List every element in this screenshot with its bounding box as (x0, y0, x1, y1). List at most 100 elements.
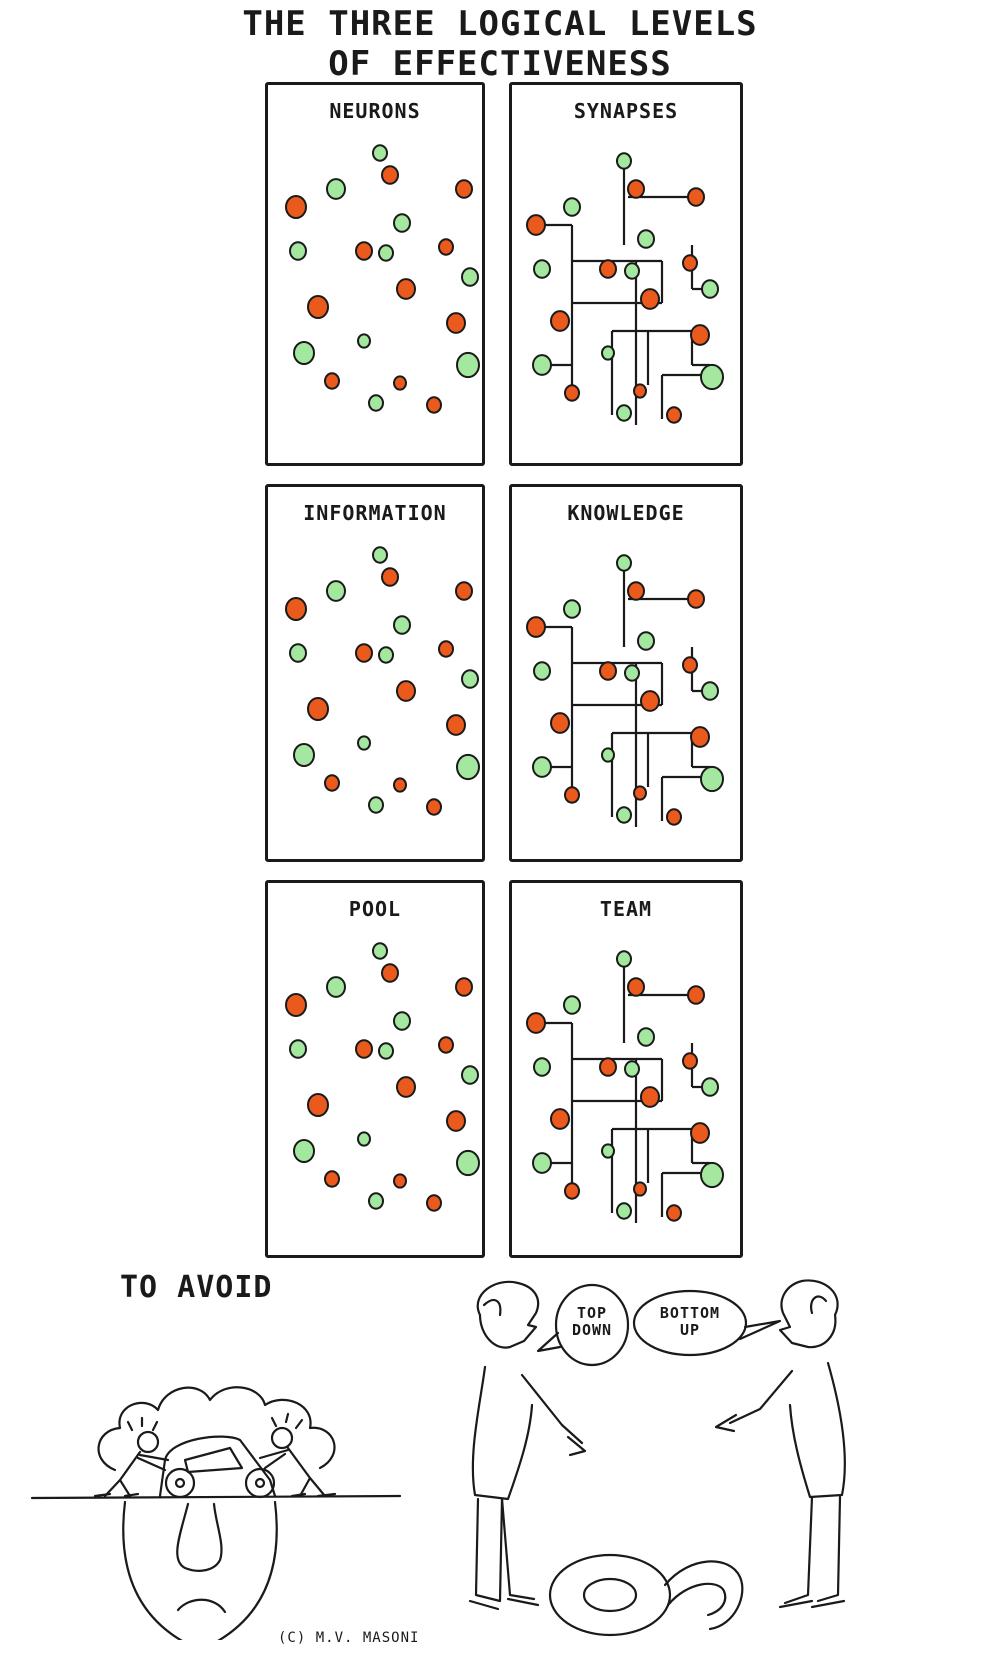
avoid-title: TO AVOID (120, 1270, 273, 1305)
panel-label: INFORMATION (303, 501, 447, 525)
network-node (700, 363, 724, 391)
neuron-dot (355, 1039, 373, 1059)
neuron-dot (378, 244, 394, 262)
network-node (616, 554, 632, 572)
network-node (601, 345, 615, 361)
network-node (533, 259, 551, 279)
neuron-dot (426, 1194, 442, 1212)
neuron-dot (285, 597, 307, 621)
network-node (666, 406, 682, 424)
neuron-dot (456, 753, 480, 781)
network-node (616, 950, 632, 968)
neuron-dot (357, 333, 371, 349)
network-node (532, 756, 552, 778)
network-node (563, 197, 581, 217)
car-body (158, 1435, 277, 1498)
car-wheel-right (244, 1467, 276, 1499)
network-node (599, 259, 617, 279)
panel-team: TEAM (509, 880, 743, 1258)
panel-pool: POOL (265, 880, 485, 1258)
neuron-dot (326, 580, 346, 602)
network-node (700, 765, 724, 793)
neuron-dot (456, 1149, 480, 1177)
network-node (690, 324, 710, 346)
neuron-dot (326, 976, 346, 998)
neuron-dot (289, 643, 307, 663)
neuron-dot (393, 213, 411, 233)
neuron-dot (357, 735, 371, 751)
network-node (666, 808, 682, 826)
neuron-dot (393, 1173, 407, 1189)
network-node (563, 995, 581, 1015)
network-node (532, 1152, 552, 1174)
network-node (533, 661, 551, 681)
network-node (701, 681, 719, 701)
face-mouth (176, 1598, 227, 1614)
neuron-dot (446, 714, 466, 736)
panel-label: TEAM (599, 897, 653, 921)
network-node (633, 785, 647, 801)
network-node (624, 1060, 640, 1078)
panel-knowledge: KNOWLEDGE (509, 484, 743, 862)
network-node (633, 1181, 647, 1197)
bubble-left-line-1: TOP (576, 1304, 608, 1322)
network-node (687, 187, 705, 207)
neuron-dot (396, 680, 416, 702)
information-dots (285, 546, 480, 816)
neuron-dot (372, 144, 388, 162)
network-node (637, 1027, 655, 1047)
neuron-dot (293, 743, 315, 767)
network-node (616, 152, 632, 170)
network-node (637, 229, 655, 249)
network-node (599, 1057, 617, 1077)
neuron-dot (455, 179, 473, 199)
network-node (666, 1204, 682, 1222)
neuron-dot (368, 394, 384, 412)
neuron-dot (393, 615, 411, 635)
panel-label: NEURONS (329, 99, 421, 123)
network-node (682, 1052, 698, 1070)
neuron-dot (307, 697, 329, 721)
network-node (682, 656, 698, 674)
network-node (616, 1202, 632, 1220)
network-node (624, 664, 640, 682)
synapse-network (526, 152, 724, 425)
network-node (633, 383, 647, 399)
neuron-dot (372, 546, 388, 564)
neuron-dot (357, 1131, 371, 1147)
neuron-dot (368, 1192, 384, 1210)
face-nose (176, 1502, 223, 1572)
cloud-outline (97, 1386, 336, 1472)
neuron-dot (393, 375, 407, 391)
neuron-dot (289, 1039, 307, 1059)
network-node (627, 179, 645, 199)
neuron-dot (438, 640, 454, 658)
neuron-dot (438, 238, 454, 256)
credit-text: (C) M.V. MASONI (278, 1630, 420, 1646)
neuron-dot (285, 195, 307, 219)
network-node (627, 581, 645, 601)
network-node (687, 985, 705, 1005)
page-title: THE THREE LOGICAL LEVELS OF EFFECTIVENES… (230, 4, 770, 84)
network-node (601, 1143, 615, 1159)
neuron-dot (285, 993, 307, 1017)
pool-dots (285, 942, 480, 1212)
neuron-dot (293, 1139, 315, 1163)
network-node (640, 690, 660, 712)
network-node (640, 1086, 660, 1108)
neuron-dot (381, 963, 399, 983)
network-node (616, 404, 632, 422)
team-network (526, 950, 724, 1223)
neuron-dot (381, 567, 399, 587)
network-node (599, 661, 617, 681)
neuron-dot (396, 278, 416, 300)
network-node (601, 747, 615, 763)
network-node (563, 599, 581, 619)
network-node (550, 1108, 570, 1130)
network-node (564, 384, 580, 402)
figure-right (258, 1412, 337, 1498)
neuron-dot (446, 1110, 466, 1132)
neuron-dot (455, 977, 473, 997)
neuron-dot (378, 646, 394, 664)
panel-label: KNOWLEDGE (567, 501, 685, 525)
